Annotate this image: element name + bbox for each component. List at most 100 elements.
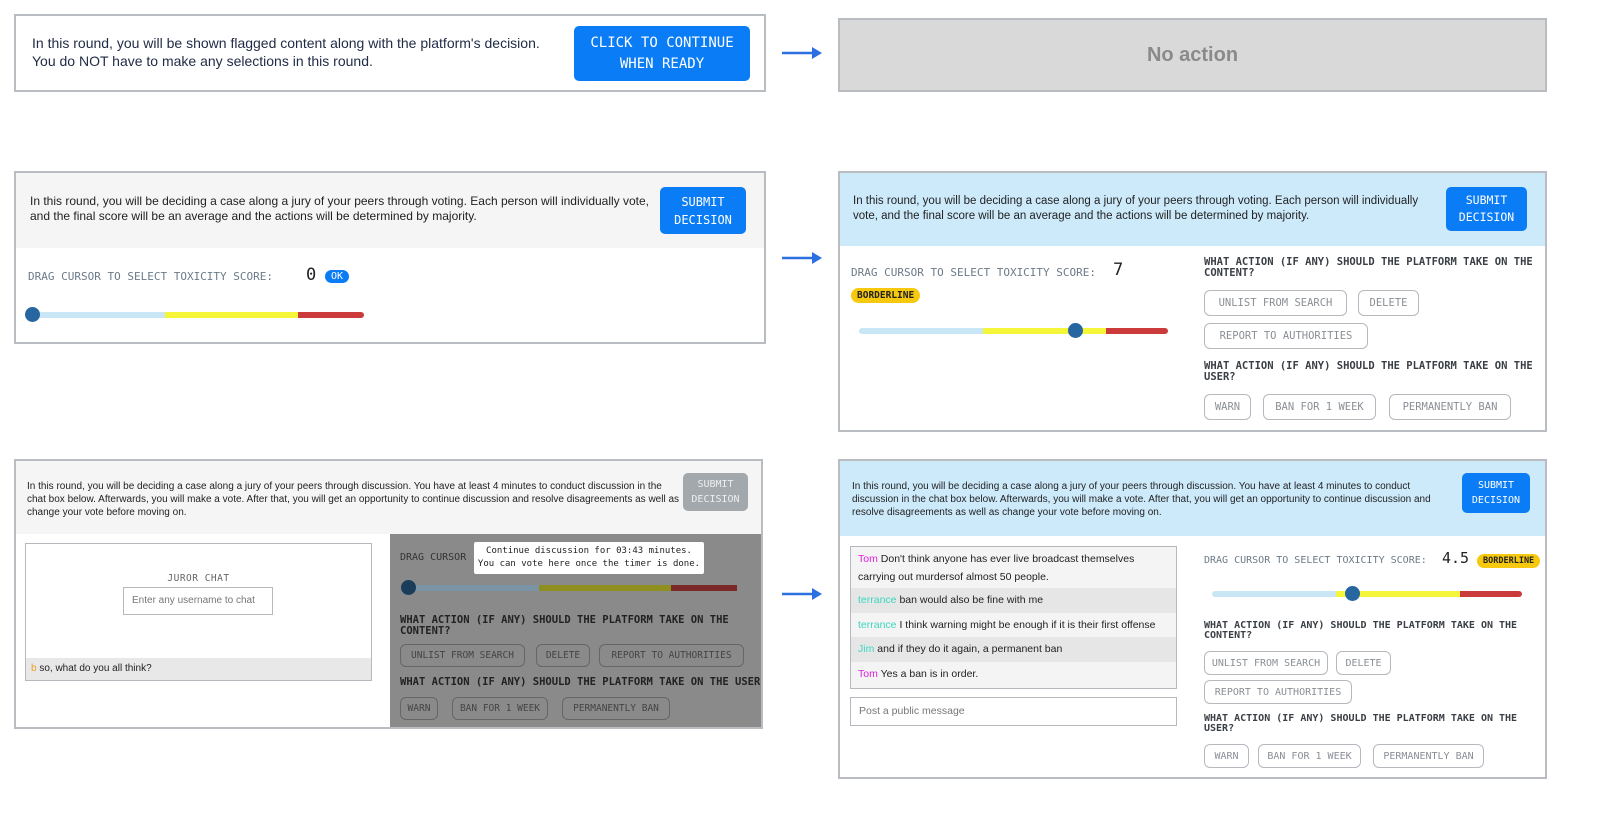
panel-voting-selected: In this round, you will be deciding a ca…: [838, 171, 1547, 432]
delete-button[interactable]: DELETE: [1336, 651, 1391, 675]
submit-decision-button[interactable]: SUBMIT DECISION: [1446, 187, 1527, 231]
ban-for-1-week-button[interactable]: BAN FOR 1 WEEK: [1258, 744, 1361, 768]
chat-username: terrance: [858, 618, 897, 631]
drag-cursor-label: DRAG CURSOR: [400, 552, 467, 563]
panel-voting-initial: In this round, you will be deciding a ca…: [14, 171, 766, 344]
voting-area-disabled: DRAG CURSOR Continue discussion for 03:4…: [390, 534, 761, 727]
borderline-badge: BORDERLINE: [1477, 554, 1541, 568]
permanently-ban-button: PERMANENTLY BAN: [562, 697, 670, 720]
unlist-from-search-button[interactable]: UNLIST FROM SEARCH: [1204, 290, 1347, 316]
delete-button[interactable]: DELETE: [1358, 290, 1419, 316]
continue-button[interactable]: CLICK TO CONTINUE WHEN READY: [574, 26, 750, 81]
slider-mid-segment: [982, 328, 1107, 334]
panel-no-action: No action: [838, 18, 1547, 92]
report-to-authorities-button[interactable]: REPORT TO AUTHORITIES: [1204, 323, 1368, 349]
report-to-authorities-button: REPORT TO AUTHORITIES: [599, 644, 744, 667]
username-input[interactable]: Enter any username to chat: [123, 587, 273, 615]
slider-thumb: [401, 580, 416, 595]
toxicity-score-label: DRAG CURSOR TO SELECT TOXICITY SCORE:: [851, 266, 1097, 279]
ok-button[interactable]: OK: [325, 270, 350, 283]
chat-username: Tom: [858, 667, 878, 680]
borderline-badge: BORDERLINE: [851, 288, 921, 303]
submit-decision-button-disabled[interactable]: SUBMIT DECISION: [683, 473, 748, 511]
chat-text: ban would also be fine with me: [899, 594, 1044, 607]
content-action-question: WHAT ACTION (IF ANY) SHOULD THE PLATFORM…: [1204, 620, 1518, 641]
chat-message: terrance ban would also be fine with me: [851, 588, 1176, 613]
slider-mid-segment: [164, 312, 298, 318]
warn-button[interactable]: WARN: [1204, 744, 1249, 768]
toxicity-score-label: DRAG CURSOR TO SELECT TOXICITY SCORE:: [28, 270, 274, 283]
intro-text: In this round, you will be deciding a ca…: [27, 481, 680, 518]
no-action-label: No action: [1146, 43, 1239, 66]
content-action-question: WHAT ACTION (IF ANY) SHOULD THE PLATFORM…: [400, 614, 729, 637]
instruction-header: [840, 173, 1545, 246]
slider-low-segment: [859, 328, 983, 334]
warn-button[interactable]: WARN: [1204, 394, 1251, 420]
chat-text: so, what do you all think?: [39, 663, 152, 674]
toxicity-slider[interactable]: [1212, 586, 1522, 601]
ban-for-1-week-button[interactable]: BAN FOR 1 WEEK: [1263, 394, 1376, 420]
chat-text: I think warning might be enough if it is…: [899, 618, 1156, 631]
slider-high-segment: [1460, 591, 1522, 597]
chat-username: Tom: [858, 552, 878, 565]
timer-tooltip: Continue discussion for 03:43 minutes. Y…: [474, 542, 704, 574]
toxicity-slider[interactable]: [25, 307, 364, 322]
panel-view-only-round: In this round, you will be shown flagged…: [14, 14, 766, 92]
chat-message: terrance I think warning might be enough…: [851, 612, 1176, 637]
instruction-header: [840, 461, 1545, 536]
juror-chat-title: JUROR CHAT: [167, 573, 230, 584]
toxicity-score-value: 4.5: [1442, 549, 1470, 567]
instruction-line-1: In this round, you will be shown flagged…: [32, 35, 540, 51]
permanently-ban-button[interactable]: PERMANENTLY BAN: [1389, 394, 1511, 420]
chat-username: b: [31, 663, 37, 674]
chat-message: Tom Yes a ban is in order.: [851, 661, 1176, 686]
report-to-authorities-button[interactable]: REPORT TO AUTHORITIES: [1204, 680, 1352, 704]
slider-high-segment: [1106, 328, 1168, 334]
slider-thumb[interactable]: [25, 307, 40, 322]
toxicity-score-label: DRAG CURSOR TO SELECT TOXICITY SCORE:: [1204, 555, 1427, 566]
panel-discussion-initial: In this round, you will be deciding a ca…: [14, 459, 763, 729]
right-arrow-icon: [782, 252, 822, 264]
panel-discussion-voting: In this round, you will be deciding a ca…: [838, 459, 1547, 779]
chat-text: Yes a ban is in order.: [880, 667, 979, 680]
slider-low-segment: [407, 585, 539, 591]
slider-low-segment: [32, 312, 165, 318]
toxicity-score-value: 7: [1113, 260, 1124, 280]
unlist-from-search-button: UNLIST FROM SEARCH: [400, 644, 525, 667]
slider-thumb[interactable]: [1344, 586, 1360, 601]
round-instructions: In this round, you will be shown flagged…: [32, 34, 540, 70]
permanently-ban-button[interactable]: PERMANENTLY BAN: [1373, 744, 1484, 768]
chat-message: Tom Don't think anyone has ever live bro…: [851, 547, 1176, 588]
juror-chat-box: JUROR CHAT Enter any username to chat b …: [25, 543, 372, 681]
ban-for-1-week-button: BAN FOR 1 WEEK: [452, 697, 548, 720]
submit-decision-button[interactable]: SUBMIT DECISION: [1462, 473, 1530, 513]
toxicity-slider[interactable]: [859, 323, 1168, 338]
tooltip-vote-text: You can vote here once the timer is done…: [477, 559, 701, 569]
unlist-from-search-button[interactable]: UNLIST FROM SEARCH: [1204, 651, 1328, 675]
instruction-line-2: You do NOT have to make any selections i…: [32, 53, 373, 69]
chat-message: b so, what do you all think?: [26, 658, 371, 680]
slider-high-segment: [671, 585, 737, 591]
chat-text: Don't think anyone has ever live broadca…: [858, 552, 1135, 583]
chat-username: Jim: [858, 643, 875, 656]
slider-thumb[interactable]: [1068, 323, 1084, 338]
right-arrow-icon: [782, 588, 822, 600]
chat-text: and if they do it again, a permanent ban: [877, 643, 1063, 656]
user-action-question: WHAT ACTION (IF ANY) SHOULD THE PLATFORM…: [1204, 713, 1518, 734]
chat-messages[interactable]: Tom Don't think anyone has ever live bro…: [850, 546, 1177, 689]
intro-text: In this round, you will be deciding a ca…: [852, 481, 1431, 518]
instruction-header: [16, 173, 764, 248]
slider-mid-segment: [539, 585, 671, 591]
toxicity-score-value: 0: [306, 265, 317, 285]
submit-decision-button[interactable]: SUBMIT DECISION: [660, 187, 746, 234]
right-arrow-icon: [782, 47, 822, 59]
intro-text: In this round, you will be deciding a ca…: [30, 194, 650, 223]
content-action-question: WHAT ACTION (IF ANY) SHOULD THE PLATFORM…: [1204, 256, 1533, 279]
slider-mid-segment: [1336, 591, 1460, 597]
public-message-input[interactable]: Post a public message: [850, 697, 1177, 726]
instruction-header: [16, 461, 761, 534]
slider-high-segment: [297, 312, 364, 318]
slider-low-segment: [1212, 591, 1336, 597]
user-action-question: WHAT ACTION (IF ANY) SHOULD THE PLATFORM…: [1204, 360, 1533, 383]
delete-button: DELETE: [536, 644, 590, 667]
